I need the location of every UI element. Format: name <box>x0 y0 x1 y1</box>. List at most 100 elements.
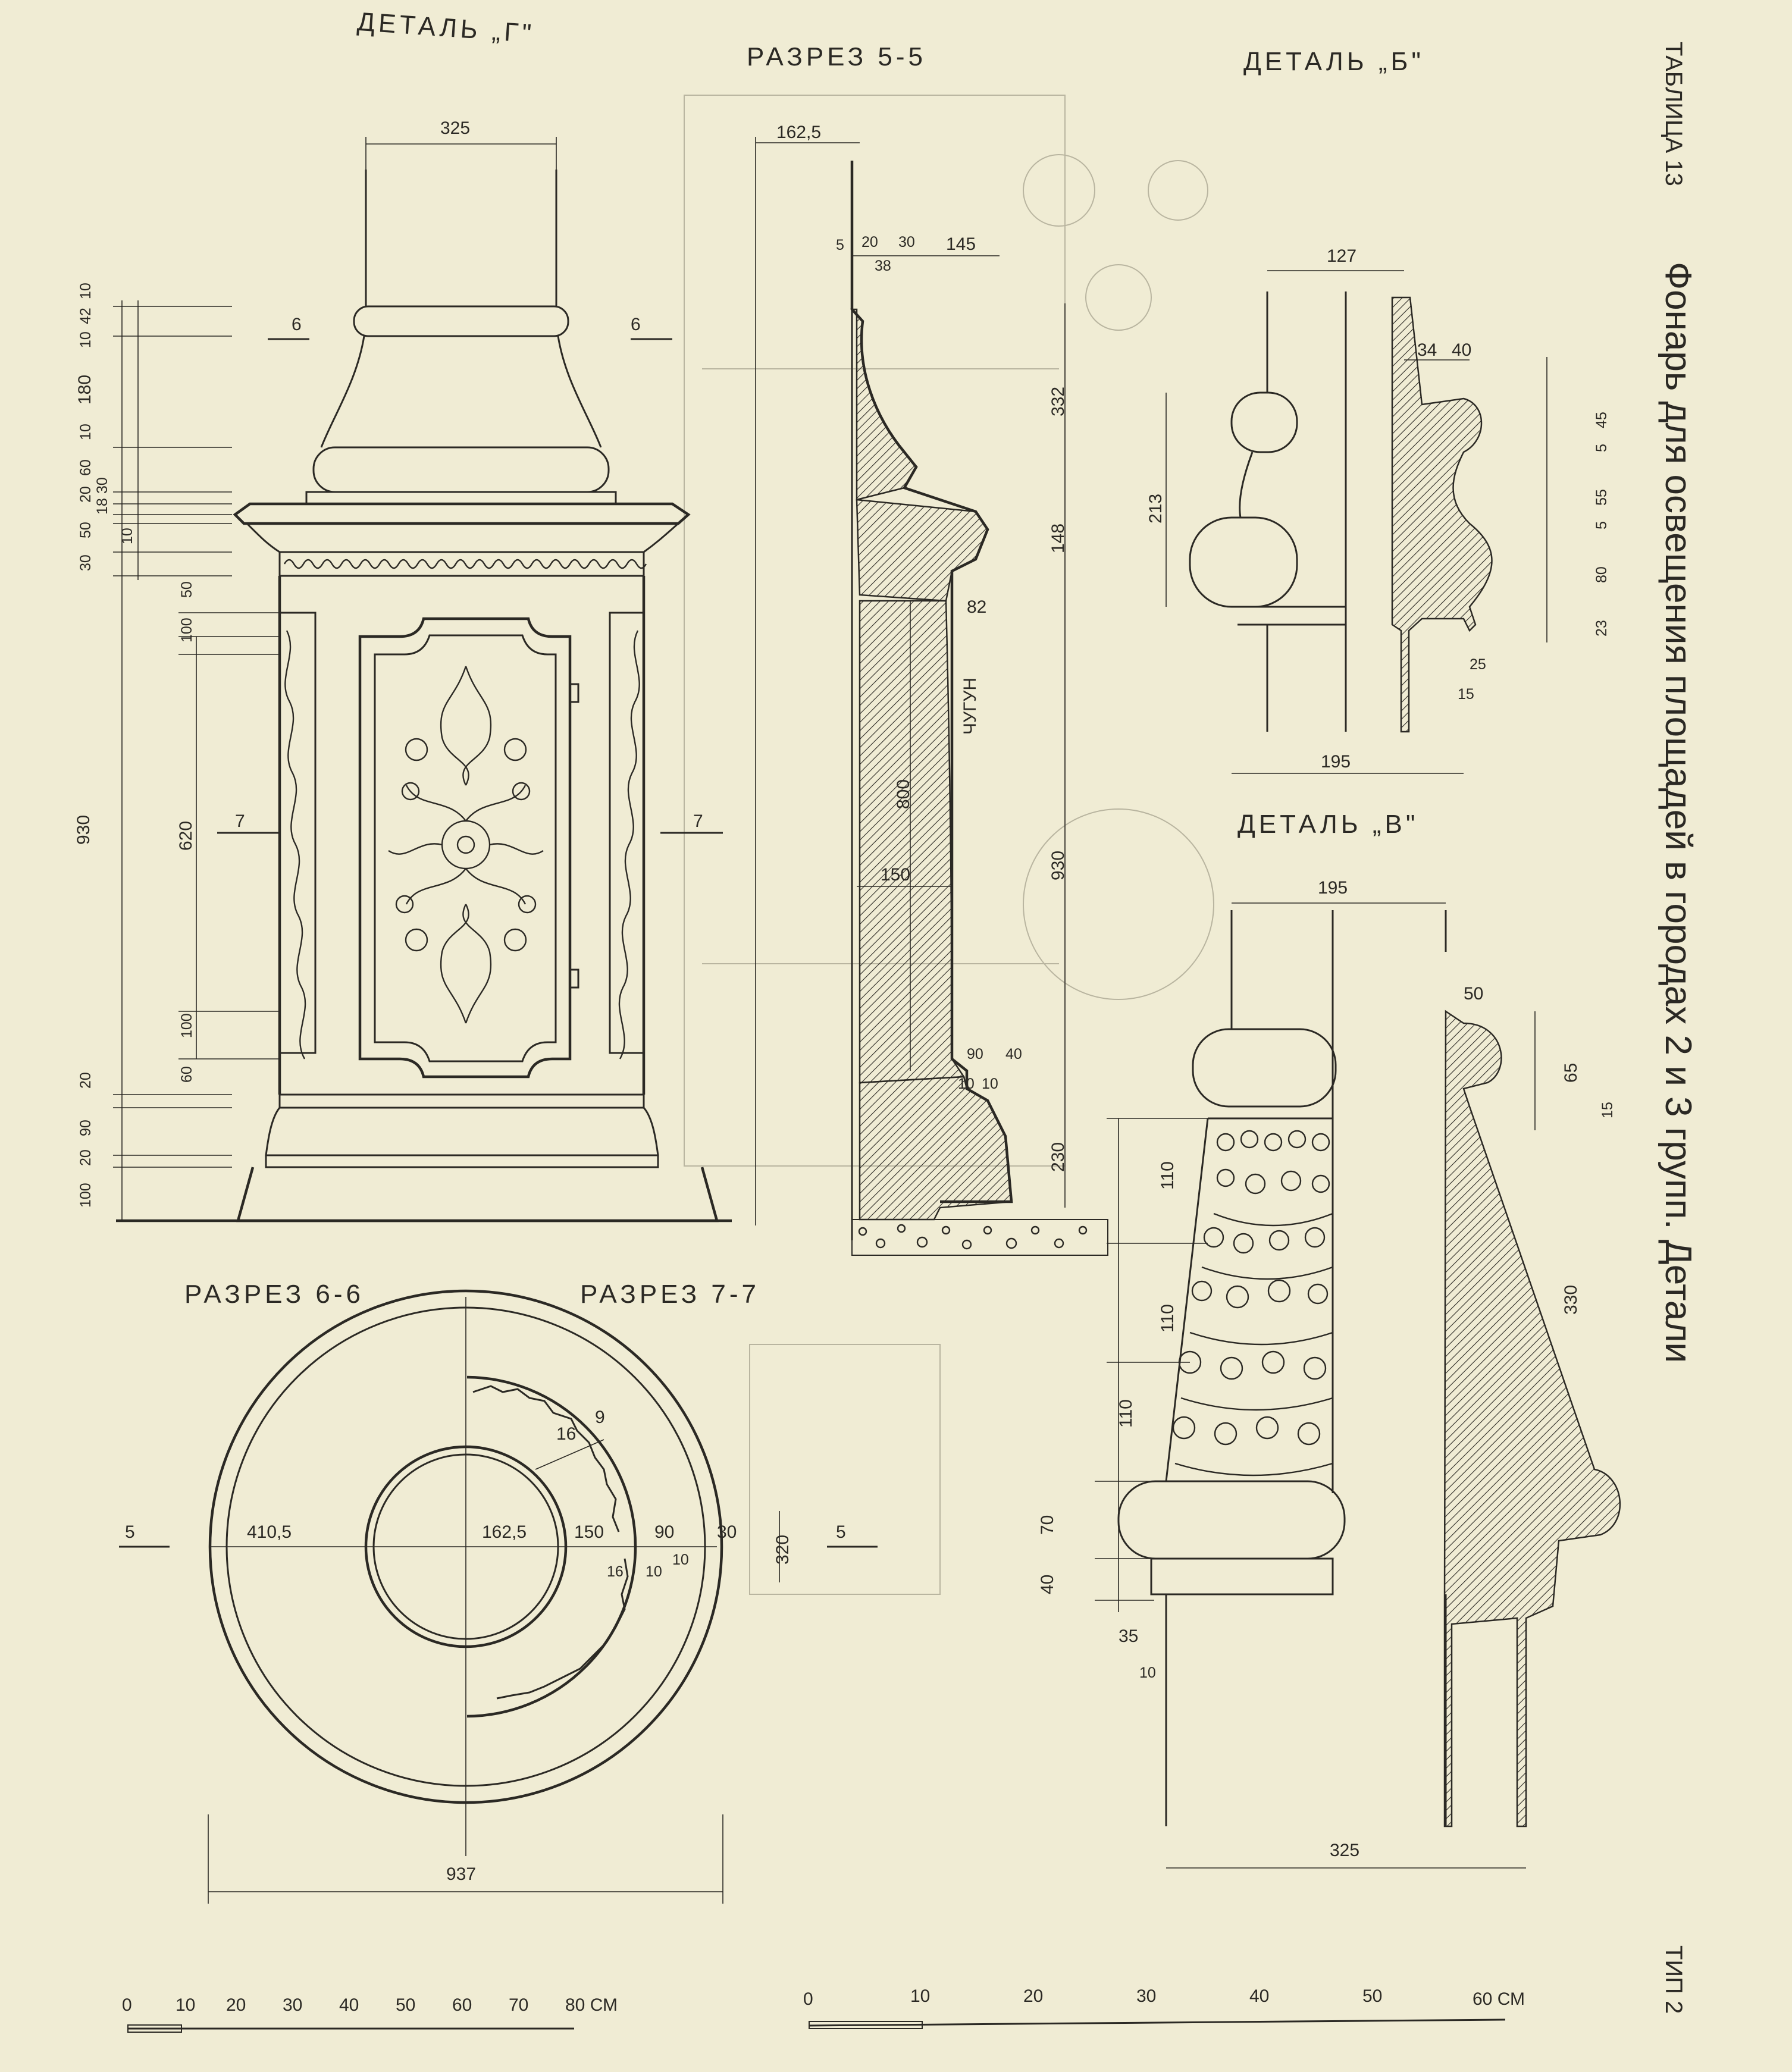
svg-text:90: 90 <box>967 1046 983 1062</box>
svg-text:82: 82 <box>967 597 986 617</box>
svg-text:40: 40 <box>1005 1046 1022 1062</box>
svg-text:65: 65 <box>1561 1063 1581 1083</box>
svg-text:30: 30 <box>717 1522 737 1542</box>
svg-text:70: 70 <box>509 1995 528 2015</box>
svg-text:50: 50 <box>1362 1986 1382 2006</box>
grape-ornament <box>1172 1130 1333 1477</box>
svg-text:70: 70 <box>1038 1515 1057 1535</box>
svg-text:30: 30 <box>77 554 94 571</box>
svg-text:5: 5 <box>836 237 844 253</box>
svg-text:145: 145 <box>946 234 976 254</box>
svg-text:34: 34 <box>1417 340 1437 360</box>
dim-800: 800 <box>894 779 913 809</box>
svg-text:90: 90 <box>77 1120 94 1136</box>
svg-text:5: 5 <box>1593 444 1610 452</box>
svg-text:30: 30 <box>283 1995 302 2015</box>
svg-text:23: 23 <box>1593 620 1610 637</box>
svg-text:50: 50 <box>178 581 195 598</box>
svg-text:80: 80 <box>1593 566 1610 583</box>
dim-162-5: 162,5 <box>776 123 821 142</box>
svg-text:35: 35 <box>1119 1626 1138 1646</box>
section-mark-7-right: 7 <box>693 811 703 831</box>
material-label: ЧУГУН <box>960 678 980 735</box>
gravel-fill <box>858 1224 1088 1250</box>
detail-g-title: ДЕТАЛЬ „Г" <box>356 7 536 49</box>
svg-text:50: 50 <box>77 522 94 538</box>
svg-text:100: 100 <box>178 1013 195 1038</box>
svg-text:16: 16 <box>556 1424 576 1444</box>
svg-text:40: 40 <box>1452 340 1471 360</box>
svg-text:40: 40 <box>1249 1986 1269 2006</box>
svg-text:110: 110 <box>1158 1161 1177 1190</box>
svg-text:20: 20 <box>77 1072 94 1089</box>
svg-text:20: 20 <box>77 486 94 503</box>
detail-g-elevation: ДЕТАЛЬ „Г" 325 <box>74 7 732 1222</box>
svg-text:110: 110 <box>1116 1399 1136 1428</box>
svg-text:15: 15 <box>1458 686 1474 703</box>
sheet-title-block: ТАБЛИЦА 13 Фонарь для освещения площадей… <box>1658 42 1699 2014</box>
svg-text:100: 100 <box>77 1183 94 1208</box>
svg-text:30: 30 <box>1136 1986 1156 2006</box>
svg-text:30: 30 <box>898 234 915 250</box>
section-mark-5-right: 5 <box>836 1522 846 1542</box>
detail-v-title: ДЕТАЛЬ „В" <box>1238 810 1418 839</box>
dim-410-5: 410,5 <box>247 1522 292 1542</box>
svg-text:50: 50 <box>1464 984 1483 1004</box>
svg-text:10: 10 <box>77 424 94 440</box>
svg-text:25: 25 <box>1470 656 1486 673</box>
svg-text:195: 195 <box>1318 878 1348 898</box>
svg-text:195: 195 <box>1321 752 1351 772</box>
svg-text:0: 0 <box>803 1989 813 2009</box>
svg-text:45: 45 <box>1593 412 1610 428</box>
section-mark-6-left: 6 <box>292 315 302 334</box>
svg-text:55: 55 <box>1593 489 1610 506</box>
svg-text:10: 10 <box>77 283 94 299</box>
svg-text:9: 9 <box>595 1408 605 1427</box>
detail-b-title: ДЕТАЛЬ „Б" <box>1243 47 1424 76</box>
svg-text:10: 10 <box>982 1076 998 1092</box>
dim-162-5-plan: 162,5 <box>482 1522 527 1542</box>
table-label: ТАБЛИЦА 13 <box>1661 42 1687 186</box>
dim-213: 213 <box>1146 494 1166 524</box>
svg-text:10: 10 <box>672 1551 689 1568</box>
svg-text:110: 110 <box>1158 1304 1177 1333</box>
svg-text:10: 10 <box>176 1995 195 2015</box>
svg-text:20: 20 <box>226 1995 246 2015</box>
egg-dart-band <box>283 559 647 569</box>
svg-text:100: 100 <box>178 617 195 642</box>
svg-text:38: 38 <box>875 258 891 274</box>
dim-330: 330 <box>1561 1285 1581 1315</box>
svg-text:90: 90 <box>654 1522 674 1542</box>
dim-930-left: 930 <box>74 815 93 845</box>
panel-ornament <box>388 666 544 1024</box>
svg-text:127: 127 <box>1327 246 1356 266</box>
section-6-6-title: РАЗРЕЗ 6-6 <box>184 1280 364 1309</box>
dim-937: 937 <box>446 1864 476 1884</box>
svg-text:16: 16 <box>607 1563 624 1580</box>
detail-v: ДЕТАЛЬ „В" 195 50 65 15 330 <box>1038 810 1621 1869</box>
svg-text:60: 60 <box>178 1066 195 1083</box>
svg-text:20: 20 <box>1023 1986 1043 2006</box>
svg-text:20: 20 <box>77 1149 94 1166</box>
section-mark-7-left: 7 <box>235 811 245 831</box>
scale-bar-right: 0 10 20 30 40 50 60 СМ <box>803 1986 1525 2029</box>
svg-text:10: 10 <box>646 1563 662 1580</box>
svg-text:10: 10 <box>910 1986 930 2006</box>
section-7-7-title: РАЗРЕЗ 7-7 <box>580 1280 760 1309</box>
detail-b: ДЕТАЛЬ „Б" 127 34 40 213 45 5 55 5 80 23… <box>1146 47 1610 774</box>
plan-section-6-6-7-7: РАЗРЕЗ 6-6 РАЗРЕЗ 7-7 16 9 5 5 410,5 162… <box>119 1280 878 1904</box>
dim-930-section: 930 <box>1048 851 1068 880</box>
svg-text:150: 150 <box>881 865 910 885</box>
svg-text:30: 30 <box>94 477 111 494</box>
svg-text:10: 10 <box>77 331 94 348</box>
dim-620: 620 <box>176 821 196 851</box>
svg-text:150: 150 <box>574 1522 604 1542</box>
svg-text:60 СМ: 60 СМ <box>1473 1989 1525 2009</box>
type-label: ТИП 2 <box>1661 1945 1687 2014</box>
svg-text:50: 50 <box>396 1995 415 2015</box>
left-dimension-stack: 10 42 10 180 10 60 20 18 30 50 30 10 930… <box>74 283 196 1208</box>
svg-text:40: 40 <box>339 1995 359 2015</box>
section-5-5-title: РАЗРЕЗ 5-5 <box>747 42 926 71</box>
svg-text:60: 60 <box>452 1995 472 2015</box>
